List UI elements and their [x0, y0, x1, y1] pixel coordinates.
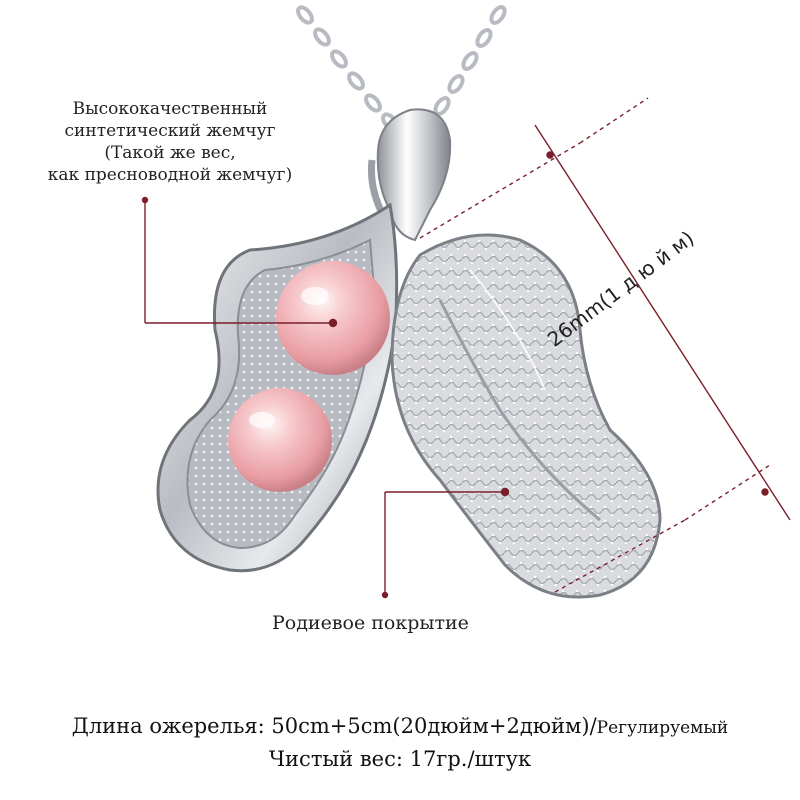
pearl-label-line: синтетический жемчуг: [64, 121, 276, 141]
closed-shell: [390, 233, 662, 599]
pearl-leader: [141, 196, 338, 328]
pearl-label-line: (Такой же вес,: [104, 143, 236, 163]
weight-value: 17гр./штук: [409, 747, 532, 771]
length-value: 50cm+5cm(20дюйм+2дюйм)/: [271, 714, 597, 738]
pearl-lower: [228, 388, 332, 492]
dimension-marker: [419, 97, 791, 593]
rhodium-label: Родиевое покрытие: [272, 612, 469, 634]
pearl-label-line: Высококачественный: [72, 99, 268, 119]
pearl-label-line: как пресноводной жемчуг): [47, 165, 293, 185]
pearl-label: Высококачественный синтетический жемчуг …: [20, 98, 320, 186]
rhodium-leader: [381, 487, 510, 599]
net-weight-spec: Чистый вес: 17гр./штук: [0, 747, 800, 771]
length-label: Длина ожерелья:: [71, 714, 265, 738]
necklace-length-spec: Длина ожерелья: 50cm+5cm(20дюйм+2дюйм)/Р…: [0, 714, 800, 738]
open-pod: [156, 202, 399, 573]
adjustable-note: Регулируемый: [596, 718, 729, 738]
weight-label: Чистый вес:: [268, 747, 403, 771]
pearl-upper: [276, 261, 390, 375]
